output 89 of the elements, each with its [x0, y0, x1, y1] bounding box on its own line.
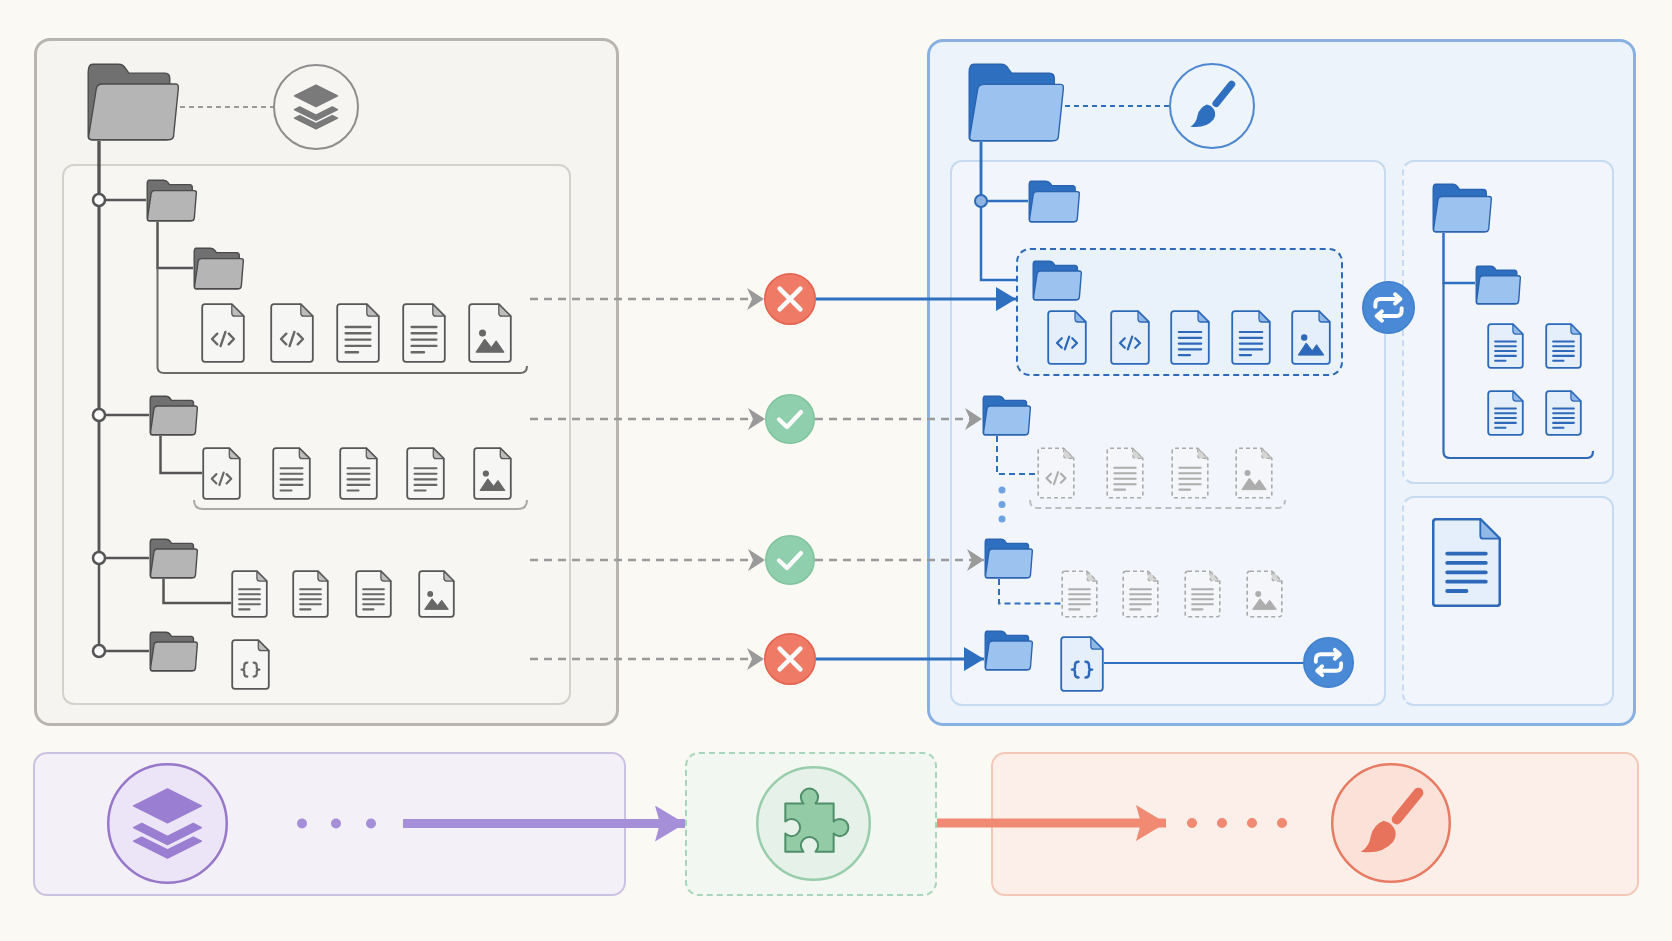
panel [33, 752, 626, 896]
panel [1402, 496, 1614, 706]
brush-icon [1331, 763, 1451, 883]
dashed-line [1064, 105, 1170, 107]
folder-icon [149, 395, 199, 436]
folder-icon [146, 179, 198, 222]
panel [1402, 160, 1614, 484]
document-icon [231, 570, 268, 618]
arrow [937, 805, 1166, 841]
panel [927, 39, 1636, 726]
code-file-icon [1110, 310, 1150, 365]
brush-icon [1169, 63, 1255, 149]
dashed-arrow [530, 648, 764, 670]
document-icon [1545, 323, 1582, 369]
folder-icon [1032, 260, 1083, 301]
image-file-icon [473, 447, 512, 500]
document-icon [272, 447, 311, 500]
image-file-icon [418, 570, 455, 618]
code-file-icon [270, 303, 314, 363]
dashed-frame [1016, 248, 1343, 376]
document-icon [1487, 323, 1524, 369]
connector-line [159, 436, 202, 475]
folder-icon [1028, 180, 1081, 223]
dashed-arrow [530, 288, 764, 310]
dashed-document-icon [1061, 570, 1098, 618]
folder-icon [193, 247, 245, 290]
json-file-icon [231, 639, 270, 690]
image-file-icon [1291, 310, 1331, 365]
folder-icon [984, 538, 1034, 579]
arrow [403, 805, 685, 842]
connector-line [979, 142, 1016, 282]
dashed-arrow [530, 549, 765, 571]
folder-icon [149, 538, 199, 579]
dashed-code-file-icon [1037, 447, 1075, 499]
connector-line [97, 141, 149, 653]
connector-line [1442, 233, 1475, 285]
panel [62, 164, 571, 705]
document-icon [1170, 310, 1210, 365]
panel [950, 160, 1386, 706]
dashed-arrow [815, 408, 982, 430]
json-file-icon [1060, 636, 1104, 692]
document-icon [336, 303, 380, 363]
code-file-icon [1047, 310, 1087, 365]
code-file-icon [202, 447, 241, 500]
connector-line [162, 579, 231, 605]
folder-icon [1432, 183, 1493, 233]
folder-icon [982, 395, 1032, 436]
document-icon [339, 447, 378, 500]
arrow [816, 647, 984, 671]
document-icon [402, 303, 446, 363]
dashed-line [998, 578, 1062, 605]
folder-icon [984, 630, 1034, 671]
layers-icon [107, 763, 228, 884]
folder-icon [149, 631, 199, 672]
check-icon [765, 535, 815, 585]
sync-icon [1303, 637, 1354, 688]
folder-icon [1475, 265, 1522, 305]
connector-line [156, 222, 193, 270]
code-file-icon [201, 303, 245, 363]
folder-icon [87, 63, 180, 141]
dashed-document-icon [1122, 570, 1159, 618]
document-icon [1231, 310, 1271, 365]
dashed-document-icon [1184, 570, 1221, 618]
image-file-icon [468, 303, 512, 363]
puzzle-icon [756, 766, 871, 881]
dashed-document-icon [1106, 447, 1144, 499]
dashed-line [996, 435, 1038, 475]
document-icon [406, 447, 445, 500]
cross-icon [764, 273, 816, 325]
document-icon [1432, 518, 1501, 607]
arrow [816, 287, 1016, 311]
document-icon [355, 570, 392, 618]
document-icon [1487, 390, 1524, 436]
cross-icon [764, 633, 816, 685]
dashed-frame [685, 752, 937, 896]
connector-line [1104, 661, 1303, 665]
folder-icon [968, 63, 1065, 142]
check-icon [765, 394, 815, 444]
document-icon [1545, 390, 1582, 436]
panel [34, 38, 619, 726]
dashed-arrow [530, 408, 765, 430]
dashed-image-file-icon [1235, 447, 1273, 499]
panel [991, 752, 1639, 896]
dashed-document-icon [1171, 447, 1209, 499]
dashed-image-file-icon [1246, 570, 1283, 618]
dashed-line [179, 106, 274, 108]
dashed-arrow [815, 549, 984, 571]
layers-icon [273, 64, 359, 150]
document-icon [292, 570, 329, 618]
